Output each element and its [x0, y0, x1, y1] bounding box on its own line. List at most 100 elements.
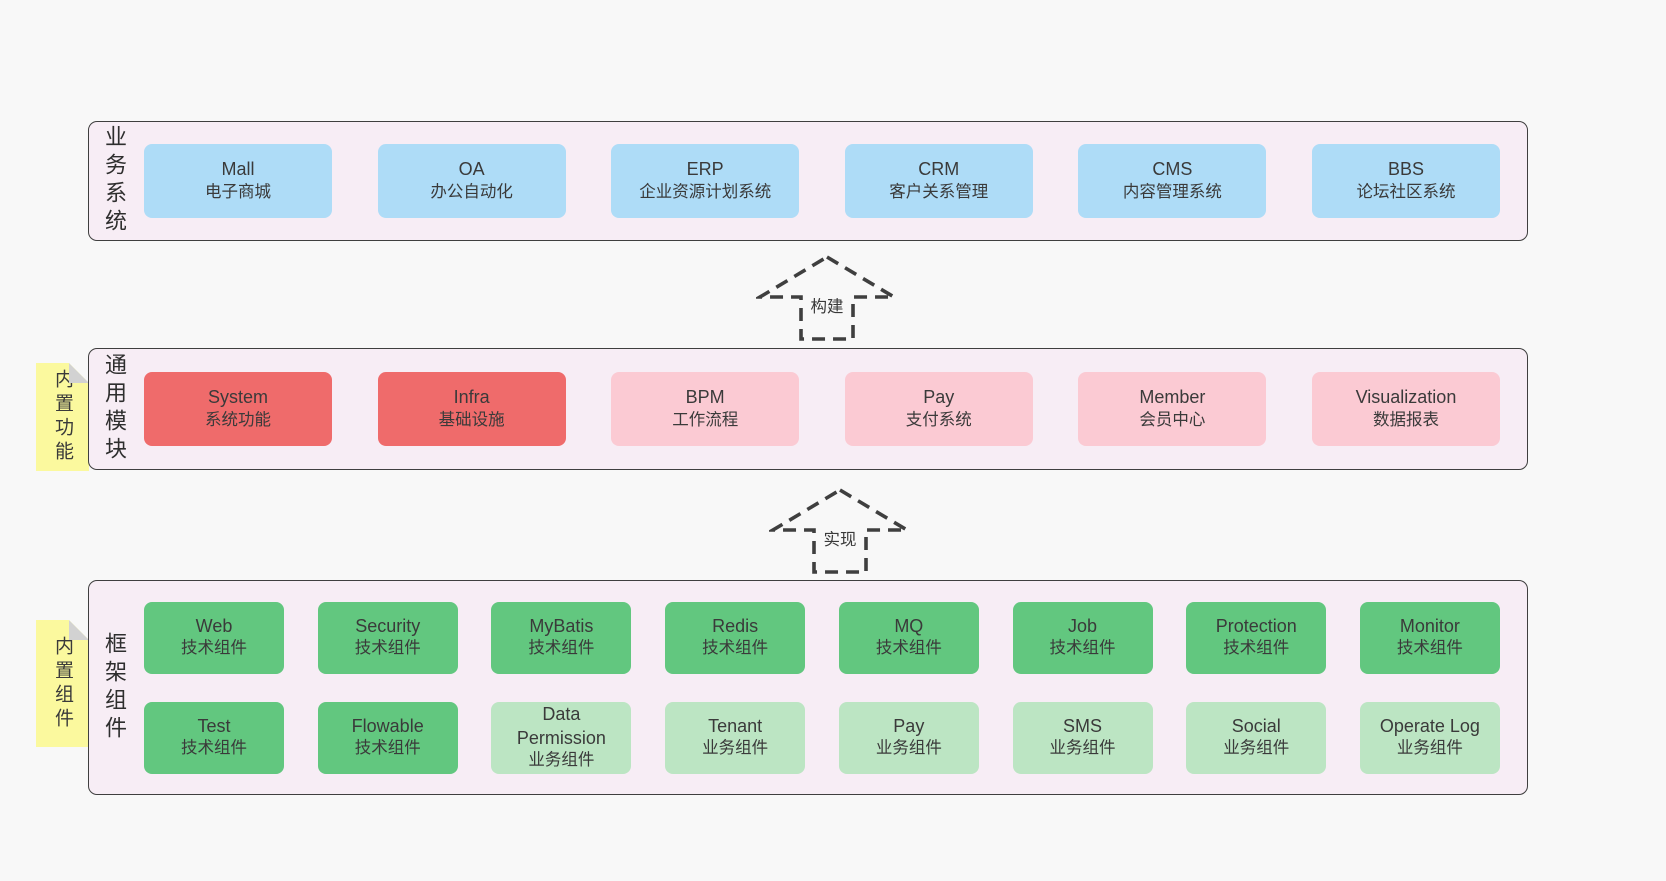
box-subtitle: 技术组件: [354, 639, 421, 658]
box-title: Tenant: [708, 715, 763, 736]
common-modules-row: System 系统功能 Infra 基础设施 BPM 工作流程 Pay 支付系统…: [125, 372, 1527, 446]
box-security: Security 技术组件: [317, 601, 458, 674]
box-bbs: BBS 论坛社区系统: [1311, 144, 1500, 218]
box-web: Web 技术组件: [144, 601, 284, 674]
box-title: Redis: [712, 615, 759, 636]
box-subtitle: 技术组件: [1049, 639, 1116, 658]
box-subtitle: 办公自动化: [430, 182, 513, 201]
box-subtitle: 技术组件: [181, 739, 247, 758]
box-title: CMS: [1152, 159, 1193, 180]
built-in-components-tab-label: 内置组件: [52, 635, 73, 732]
common-modules-panel: 通用模块 System 系统功能 Infra 基础设施 BPM 工作流程 Pay…: [88, 348, 1528, 470]
built-in-components-tab: 内置组件: [36, 620, 89, 747]
framework-row-2: Test 技术组件 Flowable 技术组件 Data Permission …: [144, 701, 1500, 774]
box-subtitle: 论坛社区系统: [1356, 182, 1456, 201]
box-crm: CRM 客户关系管理: [844, 144, 1033, 218]
box-title: Pay: [893, 715, 925, 736]
box-redis: Redis 技术组件: [665, 601, 806, 674]
box-title: Security: [355, 615, 421, 636]
build-arrow-label: 构建: [807, 292, 847, 318]
box-title: System: [207, 387, 268, 408]
box-title: MyBatis: [529, 615, 594, 636]
box-mq: MQ 技术组件: [838, 601, 979, 674]
box-visualization: Visualization 数据报表: [1311, 372, 1500, 446]
box-erp: ERP 企业资源计划系统: [611, 144, 800, 218]
implement-arrow: 实现: [769, 487, 911, 575]
box-infra: Infra 基础设施: [377, 372, 566, 446]
box-subtitle: 业务组件: [1396, 739, 1463, 758]
box-subtitle: 企业资源计划系统: [639, 182, 772, 201]
framework-components-label: 框架组件: [102, 631, 127, 744]
box-social: Social 业务组件: [1186, 701, 1327, 774]
box-subtitle: 工作流程: [672, 410, 739, 429]
framework-components-panel: 框架组件 Web 技术组件 Security 技术组件 MyBatis 技术组件…: [88, 580, 1528, 795]
box-subtitle: 技术组件: [875, 639, 942, 658]
box-flowable: Flowable 技术组件: [317, 701, 458, 774]
box-protection: Protection 技术组件: [1186, 601, 1327, 674]
build-arrow: 构建: [756, 254, 898, 342]
implement-arrow-label: 实现: [820, 525, 860, 551]
up-arrow-icon: [769, 487, 911, 574]
box-subtitle: 技术组件: [702, 639, 769, 658]
box-member: Member 会员中心: [1078, 372, 1267, 446]
box-title: Member: [1139, 387, 1206, 408]
box-title: OA: [458, 159, 485, 180]
box-pay-module: Pay 支付系统: [844, 372, 1033, 446]
box-tenant: Tenant 业务组件: [665, 701, 806, 774]
box-job: Job 技术组件: [1012, 601, 1153, 674]
box-subtitle: 支付系统: [905, 410, 972, 429]
box-subtitle: 会员中心: [1139, 410, 1206, 429]
box-title: Social: [1231, 715, 1281, 736]
box-data-permission: Data Permission 业务组件: [491, 701, 632, 774]
box-subtitle: 业务组件: [702, 739, 769, 758]
box-monitor: Monitor 技术组件: [1359, 601, 1500, 674]
box-title: CRM: [918, 159, 960, 180]
framework-components-grid: Web 技术组件 Security 技术组件 MyBatis 技术组件 Redi…: [125, 601, 1527, 774]
box-subtitle: 系统功能: [205, 410, 271, 429]
box-operate-log: Operate Log 业务组件: [1359, 701, 1500, 774]
box-title: MQ: [894, 615, 924, 636]
box-subtitle: 业务组件: [1223, 739, 1290, 758]
box-title: Web: [195, 615, 233, 636]
box-subtitle: 业务组件: [1049, 739, 1116, 758]
box-test: Test 技术组件: [144, 701, 284, 774]
business-systems-panel: 业务系统 Mall 电子商城 OA 办公自动化 ERP 企业资源计划系统 CRM…: [88, 121, 1528, 241]
box-subtitle: 业务组件: [875, 739, 942, 758]
box-subtitle: 基础设施: [438, 410, 505, 429]
box-system: System 系统功能: [144, 372, 332, 446]
box-title: Pay: [923, 387, 955, 408]
box-subtitle: 客户关系管理: [889, 182, 989, 201]
box-title: Mall: [221, 159, 255, 180]
box-mall: Mall 电子商城: [144, 144, 332, 218]
box-title: Protection: [1215, 615, 1297, 636]
up-arrow-icon: [756, 254, 898, 341]
box-sms: SMS 业务组件: [1012, 701, 1153, 774]
box-title: Test: [197, 715, 231, 736]
box-subtitle: 业务组件: [528, 751, 595, 770]
box-title: BBS: [1387, 159, 1424, 180]
box-pay-component: Pay 业务组件: [838, 701, 979, 774]
built-in-features-tab-label: 内置功能: [52, 369, 73, 465]
box-bpm: BPM 工作流程: [611, 372, 800, 446]
box-subtitle: 数据报表: [1372, 410, 1439, 429]
box-title: Job: [1068, 615, 1098, 636]
box-subtitle: 技术组件: [1223, 639, 1290, 658]
box-title: ERP: [686, 159, 724, 180]
box-title: Infra: [453, 387, 490, 408]
box-mybatis: MyBatis 技术组件: [491, 601, 632, 674]
box-subtitle: 技术组件: [528, 639, 595, 658]
box-subtitle: 技术组件: [354, 739, 421, 758]
box-title: Flowable: [351, 715, 424, 736]
box-title: Operate Log: [1379, 715, 1480, 736]
box-title: Data Permission: [516, 703, 606, 748]
box-title: Monitor: [1399, 615, 1460, 636]
box-title: SMS: [1063, 715, 1103, 736]
framework-row-1: Web 技术组件 Security 技术组件 MyBatis 技术组件 Redi…: [144, 601, 1500, 674]
box-subtitle: 内容管理系统: [1122, 182, 1222, 201]
box-subtitle: 电子商城: [205, 182, 271, 201]
common-modules-label: 通用模块: [102, 353, 127, 465]
box-title: BPM: [685, 387, 725, 408]
box-subtitle: 技术组件: [181, 639, 247, 658]
box-oa: OA 办公自动化: [377, 144, 566, 218]
business-systems-label: 业务系统: [102, 125, 127, 237]
